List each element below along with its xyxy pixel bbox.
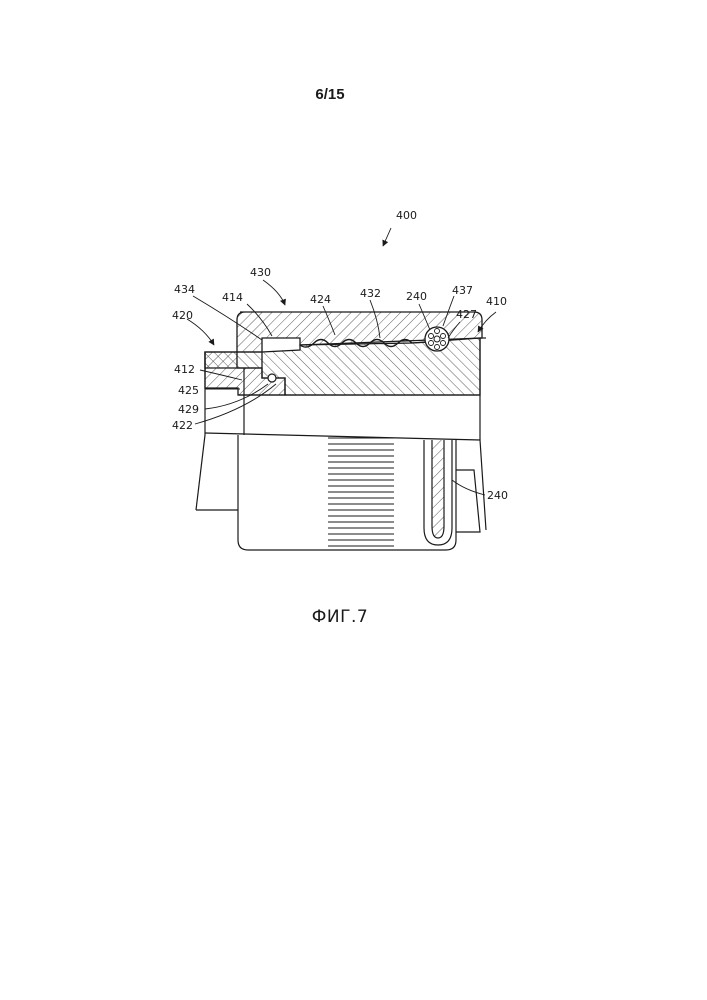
label-424: 424: [310, 293, 331, 306]
label-412: 412: [174, 363, 195, 376]
label-240-bottom: 240: [487, 489, 508, 502]
label-437: 437: [452, 284, 473, 297]
label-400: 400: [396, 209, 417, 222]
label-410: 410: [486, 295, 507, 308]
seal-429: [268, 374, 276, 382]
label-434: 434: [174, 283, 195, 296]
label-429: 429: [178, 403, 199, 416]
label-420: 420: [172, 309, 193, 322]
label-430: 430: [250, 266, 271, 279]
retaining-wire-section: [425, 327, 449, 351]
figure-caption: ФИГ.7: [0, 607, 680, 627]
label-432: 432: [360, 287, 381, 300]
label-240-top: 240: [406, 290, 427, 303]
label-427: 427: [456, 308, 477, 321]
retaining-wire-lower: [424, 440, 452, 545]
label-414: 414: [222, 291, 243, 304]
label-425: 425: [178, 384, 199, 397]
knurl-pattern: [328, 438, 394, 546]
label-422: 422: [172, 419, 193, 432]
